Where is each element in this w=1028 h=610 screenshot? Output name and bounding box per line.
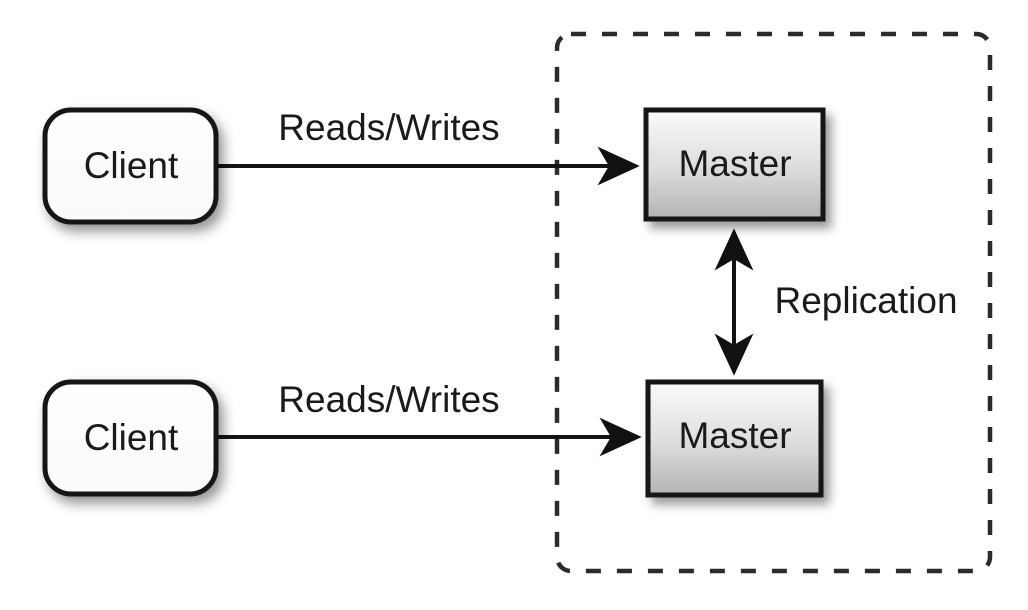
cluster-boundary-rect: [554, 31, 993, 574]
client-bottom-label: Client: [84, 417, 179, 458]
node-client-bottom[interactable]: [42, 379, 219, 497]
client-top-box[interactable]: [42, 107, 219, 225]
edge-label-reads-writes-bottom: Reads/Writes: [278, 379, 499, 420]
master-bottom-label: Master: [678, 415, 791, 456]
master-top-label: Master: [678, 143, 791, 184]
node-client-top[interactable]: [42, 107, 219, 225]
client-bottom-box[interactable]: [42, 379, 219, 497]
edge-client-bottom-to-master-bottom: Reads/Writes: [216, 379, 642, 457]
client-top-label: Client: [84, 145, 179, 186]
replication-cluster-boundary: [554, 31, 993, 574]
edge-label-replication: Replication: [774, 280, 957, 321]
node-master-top[interactable]: [643, 107, 826, 222]
master-bottom-box[interactable]: [645, 379, 824, 498]
edge-label-reads-writes-top: Reads/Writes: [278, 107, 499, 148]
master-top-box[interactable]: [643, 107, 826, 222]
node-master-bottom[interactable]: [645, 379, 824, 498]
edge-master-to-master-replication: Replication: [714, 228, 958, 376]
edge-client-top-to-master-top: Reads/Writes: [216, 107, 640, 186]
